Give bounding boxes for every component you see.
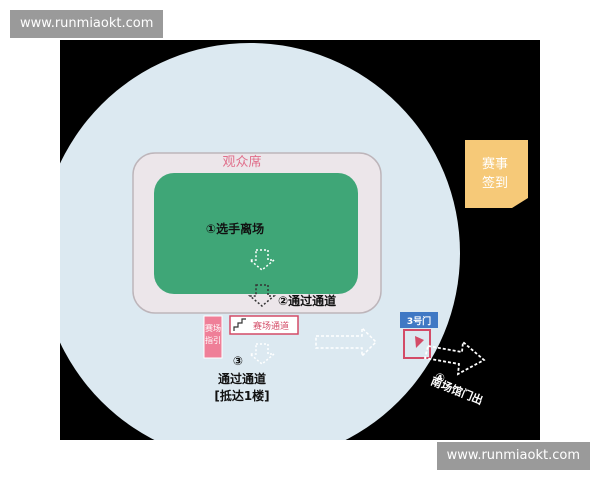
checkin-label-line1: 赛事 [482, 156, 508, 172]
checkin-label-line2: 签到 [482, 175, 508, 191]
guide-label-line1: 赛场 [205, 323, 221, 333]
to-gate-arrow-icon [315, 326, 378, 358]
stairs-icon [233, 318, 246, 331]
to-corridor-arrow-icon [247, 284, 277, 307]
gate-3-label: 3号门 [407, 315, 431, 327]
playing-field [154, 173, 358, 294]
gate-3-sign [400, 312, 438, 328]
to-first-floor-arrow-icon [247, 343, 277, 365]
exit-label: 南场馆门出 [429, 374, 485, 408]
step3-line2: [抵达1楼] [214, 388, 269, 403]
arena-guide-sign [203, 315, 223, 359]
watermark-bottom: www.runmiaokt.com [436, 442, 590, 470]
step4-number: ④ [435, 371, 445, 385]
corridor-label: 赛场通道 [253, 320, 289, 332]
arena-corridor-box [229, 315, 299, 335]
gate-marker-icon [415, 336, 424, 348]
stands-label: 观众席 [222, 154, 261, 170]
watermark-top: www.runmiaokt.com [10, 10, 164, 38]
exit-arrow-icon [423, 340, 486, 376]
step3-line1: 通过通道 [218, 371, 266, 386]
venue-map-svg: 观众席 ①选手离场 ②通过通道 赛场通道 赛场 指引 ③ 通过通道 [抵达1楼]… [60, 43, 528, 440]
step3-number: ③ [233, 354, 243, 368]
exit-field-arrow-icon [247, 249, 277, 271]
step1-label: ①选手离场 [206, 221, 264, 236]
checkin-badge [465, 140, 528, 208]
step2-label: ②通过通道 [278, 293, 336, 308]
venue-diagram: 观众席 ①选手离场 ②通过通道 赛场通道 赛场 指引 ③ 通过通道 [抵达1楼]… [60, 40, 540, 440]
guide-label-line2: 指引 [205, 335, 221, 345]
